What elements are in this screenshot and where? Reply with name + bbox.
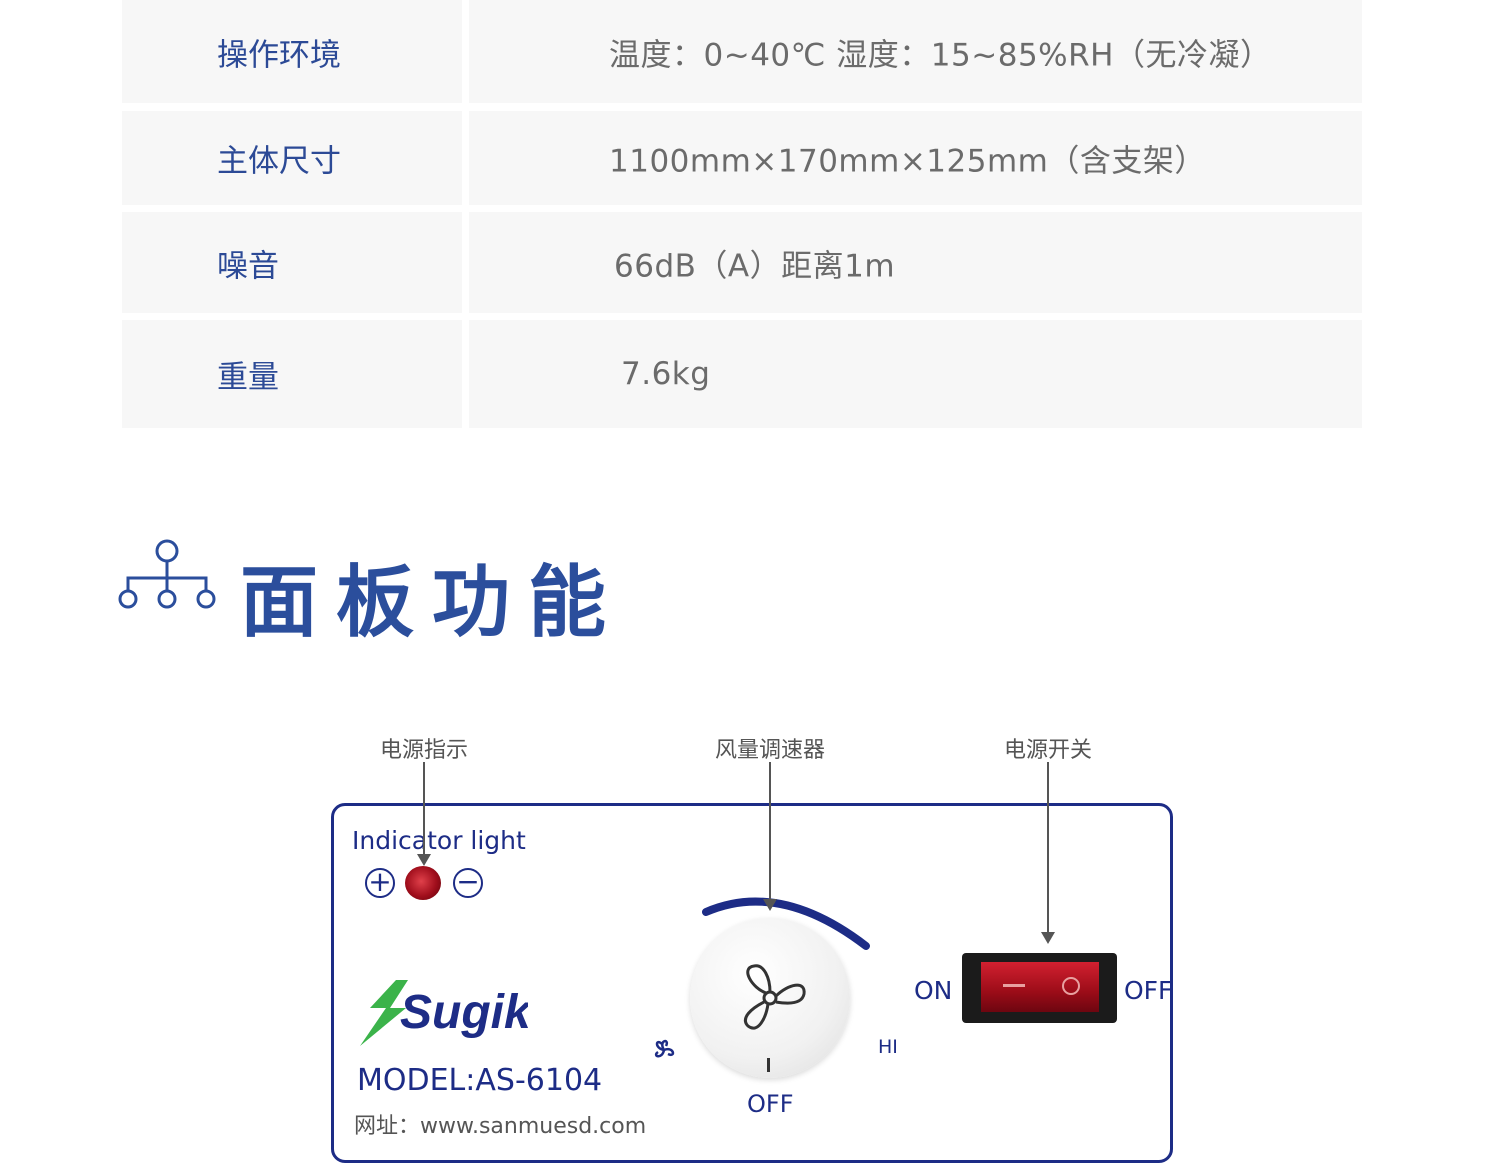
spec-row-noise: 噪音 66dB（A）距离1m: [122, 212, 1364, 313]
indicator-led: [405, 866, 441, 900]
indicator-light-label: Indicator light: [352, 826, 526, 855]
spec-row-dimensions: 主体尺寸 1100mm×170mm×125mm（含支架）: [122, 111, 1364, 205]
spec-label-cell: 噪音: [122, 212, 462, 313]
speed-pointer-arrow: [763, 762, 777, 911]
spec-row-weight: 重量 7.6kg: [122, 320, 1364, 428]
low-speed-fan-icon: [654, 1039, 675, 1058]
plus-symbol: +: [365, 868, 395, 898]
sugiki-logo: Sugiki: [360, 980, 528, 1046]
website-label: 网址：www.sanmuesd.com: [354, 1114, 647, 1139]
spec-value: 7.6kg: [621, 356, 711, 392]
minus-symbol: −: [453, 868, 483, 898]
speed-arc: [702, 897, 870, 950]
spec-label: 噪音: [217, 248, 279, 284]
spec-value: 66dB（A）距离1m: [614, 248, 896, 284]
spec-row-environment: 操作环境 温度：0~40℃ 湿度：15~85%RH（无冷凝）: [122, 0, 1364, 103]
knob-off-label: OFF: [747, 1090, 794, 1118]
spec-label-cell: 操作环境: [122, 0, 462, 103]
spec-label: 重量: [217, 359, 279, 396]
spec-label: 主体尺寸: [217, 143, 341, 180]
spec-value-cell: 7.6kg: [469, 320, 1362, 428]
hierarchy-icon: [118, 539, 216, 609]
model-label: MODEL:AS-6104: [357, 1063, 603, 1098]
callout-power-switch: 电源开关: [1003, 738, 1093, 763]
switch-pointer-arrow: [1041, 762, 1055, 944]
spec-label: 操作环境: [217, 37, 341, 73]
switch-off-mark: [1062, 977, 1080, 995]
spec-label-cell: 重量: [122, 320, 462, 428]
spec-value-cell: 温度：0~40℃ 湿度：15~85%RH（无冷凝）: [469, 0, 1362, 103]
spec-value-cell: 66dB（A）距离1m: [469, 212, 1362, 313]
spec-value: 温度：0~40℃ 湿度：15~85%RH（无冷凝）: [609, 37, 1272, 73]
callout-speed-regulator: 风量调速器: [714, 738, 826, 763]
callout-power-indicator: 电源指示: [379, 738, 469, 763]
knob-pointer: [767, 1058, 770, 1072]
indicator-pointer-arrow: [417, 762, 431, 866]
fan-icon: [743, 964, 806, 1030]
brand-text: Sugiki: [400, 986, 528, 1039]
spec-value: 1100mm×170mm×125mm（含支架）: [609, 143, 1206, 180]
switch-off-label: OFF: [1124, 976, 1173, 1005]
speed-hi-label: HI: [878, 1036, 898, 1058]
section-title: 面板功能: [240, 558, 625, 648]
spec-label-cell: 主体尺寸: [122, 111, 462, 205]
switch-face: [981, 962, 1099, 1012]
spec-value-cell: 1100mm×170mm×125mm（含支架）: [469, 111, 1362, 205]
switch-on-label: ON: [914, 976, 953, 1005]
switch-on-mark: [1003, 984, 1025, 987]
fan-speed-knob[interactable]: [690, 918, 850, 1078]
